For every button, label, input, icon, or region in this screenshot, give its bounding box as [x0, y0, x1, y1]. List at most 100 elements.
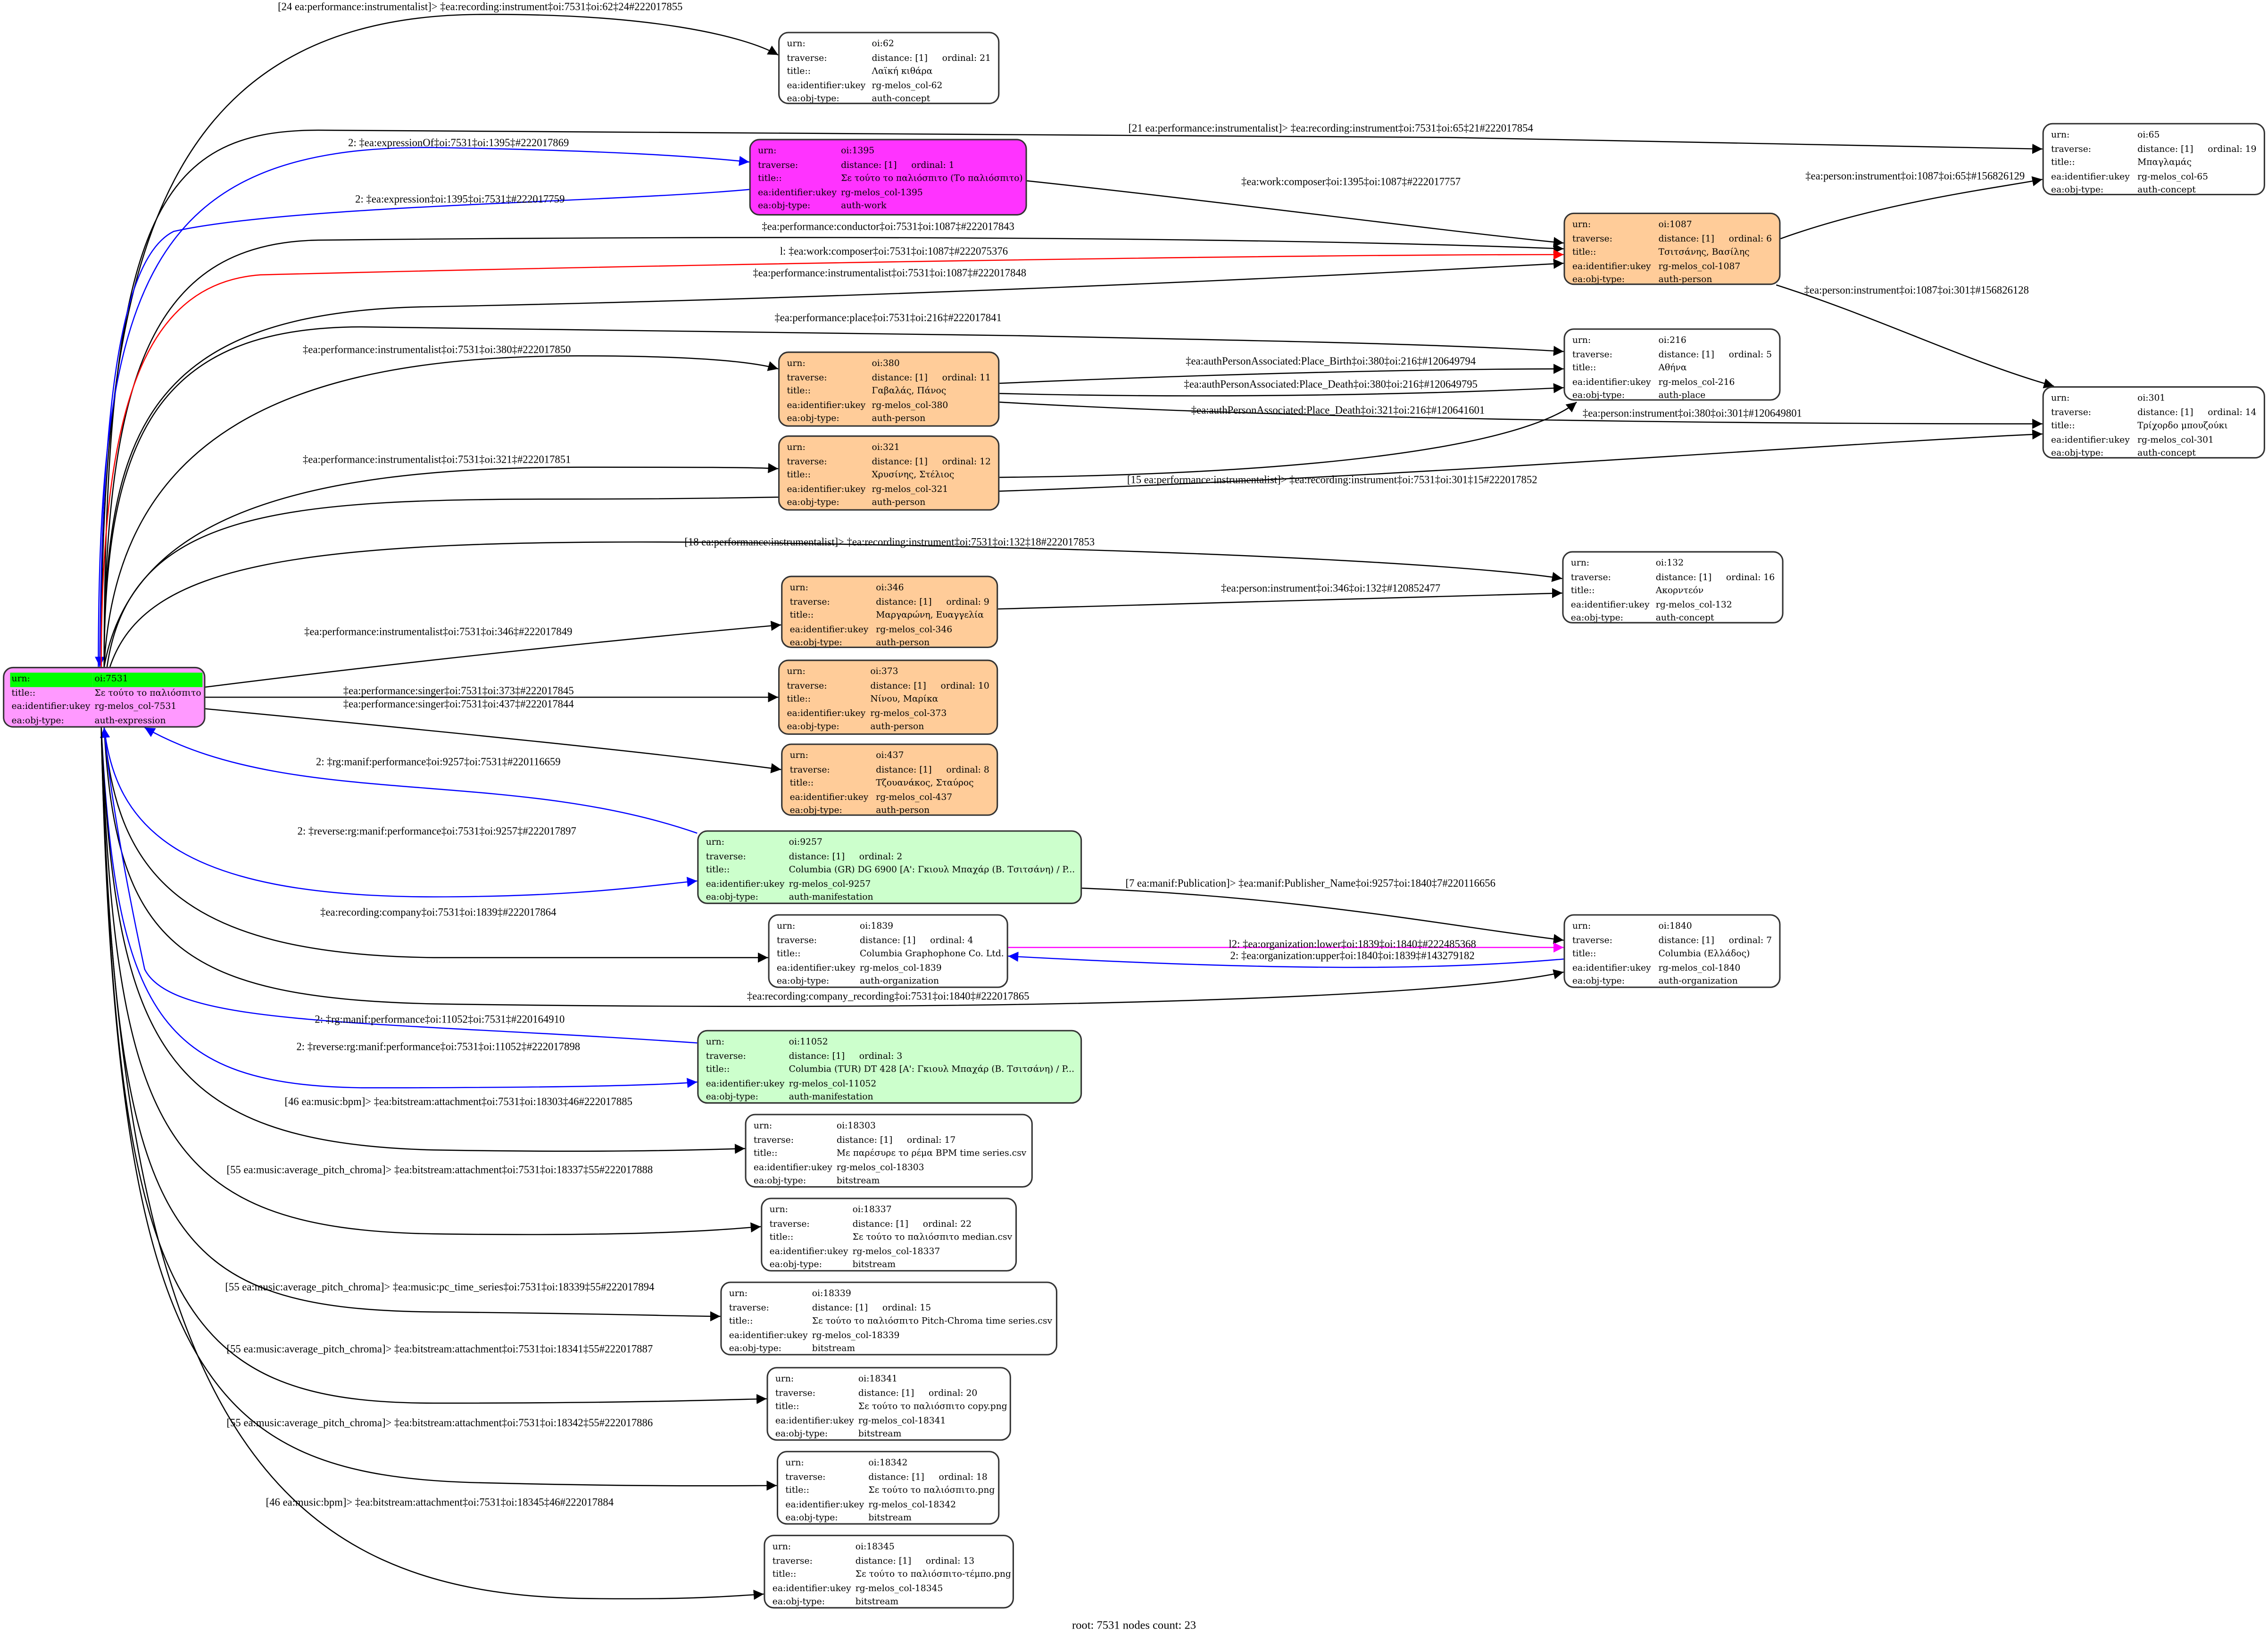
edge-7531-to-18303[interactable]: [46 ea:music:bpm]> ‡ea:bitstream:attachm…	[100, 727, 745, 1154]
edge-7531-to-346[interactable]: ‡ea:performance:instrumentalist‡oi:7531‡…	[205, 621, 781, 688]
edge-7531-to-11052[interactable]: 2: ‡reverse:rg:manif:performance‡oi:7531…	[100, 727, 698, 1089]
edge-7531-to-65[interactable]: [21 ea:performance:instrumentalist]> ‡ea…	[103, 122, 2043, 667]
edge-321-to-216[interactable]: ‡ea:authPersonAssociated:Place_Death‡oi:…	[999, 401, 1577, 478]
edge-9257-to-7531[interactable]: 2: ‡rg:manif:performance‡oi:9257‡oi:7531…	[144, 727, 698, 834]
edge-line	[100, 727, 767, 1405]
edge-label: l: ‡ea:work:composer‡oi:7531‡oi:1087‡#22…	[780, 245, 1008, 257]
ordinal-value: ordinal: 4	[930, 935, 973, 946]
edge-label: 2: ‡ea:expression‡oi:1395‡oi:7531‡#22201…	[355, 193, 565, 205]
traverse-value: distance: [1]ordinal: 1	[839, 158, 1024, 172]
edge-7531-to-1087[interactable]: l: ‡ea:work:composer‡oi:7531‡oi:1087‡#22…	[100, 245, 1564, 667]
edge-line	[999, 383, 1564, 397]
field-value-title: Νίνου, Μαρίκα	[870, 694, 939, 705]
edge-7531-to-18345[interactable]: [46 ea:music:bpm]> ‡ea:bitstream:attachm…	[100, 727, 764, 1600]
field-label-traverse: traverse:	[729, 1303, 769, 1313]
field-value-ukey: rg-melos_col-301	[2137, 435, 2214, 445]
field-value-ukey: rg-melos_col-18341	[858, 1415, 946, 1426]
field-value-title: Columbia Graphophone Co. Ltd.	[859, 949, 1004, 959]
edge-1395-to-7531[interactable]: 2: ‡ea:expression‡oi:1395‡oi:7531‡#22201…	[95, 189, 749, 667]
field-label-title: title::	[1570, 586, 1595, 597]
field-value-obj-type: auth-concept	[872, 94, 930, 104]
field-value-obj-type: auth-person	[1658, 275, 1712, 285]
ordinal-value: ordinal: 15	[882, 1303, 931, 1313]
field-value-ukey: rg-melos_col-437	[876, 792, 953, 803]
distance-value: distance: [1]	[855, 1555, 912, 1566]
field-value-urn: oi:1839	[859, 921, 894, 932]
edge-1839-to-1840[interactable]: l2: ‡ea:organization:lower‡oi:1839‡oi:18…	[1008, 938, 1564, 953]
edge-7531-to-1087[interactable]: ‡ea:performance:instrumentalist‡oi:7531‡…	[103, 258, 1564, 667]
field-label-obj-type: ea:obj-type:	[729, 1344, 781, 1355]
edge-label: ‡ea:performance:instrumentalist‡oi:7531‡…	[753, 267, 1026, 279]
field-value-obj-type: bitstream	[855, 1597, 899, 1608]
field-label-urn: urn:	[758, 146, 777, 157]
edge-7531-to-1395[interactable]: 2: ‡ea:expressionOf‡oi:7531‡oi:1395‡#222…	[98, 137, 749, 667]
edge-7531-to-18342[interactable]: [55 ea:music:average_pitch_chroma]> ‡ea:…	[100, 727, 777, 1491]
edge-label: ‡ea:authPersonAssociated:Place_Death‡oi:…	[1184, 378, 1478, 390]
field-value-ukey: rg-melos_col-132	[1655, 600, 1732, 610]
edge-11052-to-7531[interactable]: 2: ‡rg:manif:performance‡oi:11052‡oi:753…	[100, 727, 698, 1044]
edge-1840-to-1839[interactable]: 2: ‡ea:organization:upper‡oi:1840‡oi:183…	[1008, 949, 1564, 968]
edge-label: ‡ea:person:instrument‡oi:1087‡oi:65‡#156…	[1805, 170, 2025, 182]
edge-7531-to-18339[interactable]: [55 ea:music:average_pitch_chroma]> ‡ea:…	[100, 727, 721, 1322]
field-label-obj-type: ea:obj-type:	[787, 414, 839, 424]
edge-label: [55 ea:music:average_pitch_chroma]> ‡ea:…	[227, 1343, 653, 1355]
field-label-ukey: ea:identifier:ukey	[772, 1583, 851, 1594]
edge-1087-to-301[interactable]: ‡ea:person:instrument‡oi:1087‡oi:301‡#15…	[1776, 284, 2054, 389]
edge-line	[103, 727, 698, 898]
edge-7531-to-1839[interactable]: ‡ea:recording:company‡oi:7531‡oi:1839‡#2…	[103, 727, 768, 963]
edge-7531-to-373[interactable]: ‡ea:performance:singer‡oi:7531‡oi:373‡#2…	[205, 685, 779, 703]
edge-7531-to-18341[interactable]: [55 ea:music:average_pitch_chroma]> ‡ea:…	[100, 727, 767, 1405]
edge-9257-to-1840[interactable]: [7 ea:manif:Publication]> ‡ea:manif:Publ…	[1082, 877, 1564, 944]
edge-7531-to-1840[interactable]: ‡ea:recording:company_recording‡oi:7531‡…	[103, 727, 1564, 1007]
edge-7531-to-437[interactable]: ‡ea:performance:singer‡oi:7531‡oi:437‡#2…	[205, 698, 781, 773]
edge-7531-to-380[interactable]: ‡ea:performance:instrumentalist‡oi:7531‡…	[103, 343, 779, 667]
edge-7531-to-62[interactable]: [24 ea:performance:instrumentalist]> ‡ea…	[100, 0, 779, 667]
edge-380-to-216[interactable]: ‡ea:authPersonAssociated:Place_Death‡oi:…	[999, 378, 1564, 397]
edge-1087-to-65[interactable]: ‡ea:person:instrument‡oi:1087‡oi:65‡#156…	[1780, 170, 2043, 240]
distance-value: distance: [1]	[812, 1303, 868, 1313]
field-label-traverse: traverse:	[772, 1555, 813, 1566]
edge-346-to-132[interactable]: ‡ea:person:instrument‡oi:346‡oi:132‡#120…	[998, 582, 1562, 610]
edge-line	[999, 401, 2043, 429]
field-label-ukey: ea:identifier:ukey	[729, 1330, 808, 1341]
ordinal-value: ordinal: 3	[859, 1051, 903, 1061]
edge-7531-to-132[interactable]: [18 ea:performance:instrumentalist]> ‡ea…	[109, 536, 1562, 667]
field-value-urn: oi:18345	[855, 1542, 895, 1552]
edge-1395-to-1087[interactable]: ‡ea:work:composer‡oi:1395‡oi:1087‡#22201…	[1027, 176, 1564, 247]
field-label-ukey: ea:identifier:ukey	[776, 963, 856, 973]
traverse-value: distance: [1]ordinal: 22	[851, 1217, 1014, 1231]
edge-7531-to-9257[interactable]: 2: ‡reverse:rg:manif:performance‡oi:7531…	[103, 727, 698, 898]
edge-label: [18 ea:performance:instrumentalist]> ‡ea…	[684, 536, 1095, 548]
field-label-urn: urn:	[787, 442, 806, 453]
edge-380-to-301[interactable]: ‡ea:person:instrument‡oi:380‡oi:301‡#120…	[999, 401, 2043, 429]
edge-380-to-216[interactable]: ‡ea:authPersonAssociated:Place_Birth‡oi:…	[999, 355, 1564, 384]
field-label-title: title::	[706, 1064, 730, 1075]
edge-label: [24 ea:performance:instrumentalist]> ‡ea…	[278, 0, 682, 12]
field-value-urn: oi:1395	[841, 146, 875, 157]
field-value-obj-type: auth-concept	[2137, 449, 2196, 459]
edge-7531-to-18337[interactable]: [55 ea:music:average_pitch_chroma]> ‡ea:…	[100, 727, 761, 1235]
